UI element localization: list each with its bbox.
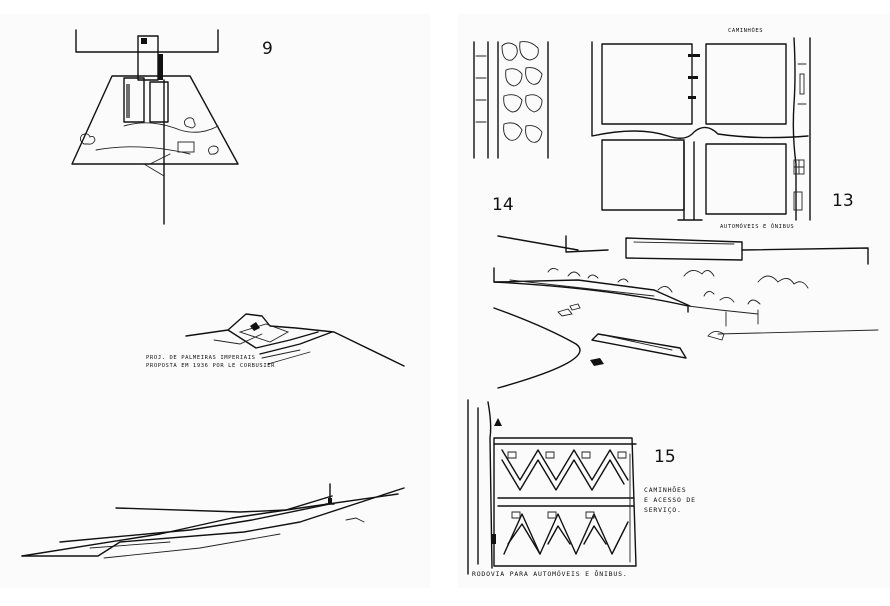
left-page-drawings: 9 PROJ. DE PALMEIRAS IMPERIAIS PROPOSTA … xyxy=(21,29,405,559)
landscape-perspective-sketch xyxy=(21,483,405,559)
figure-9-plan-sketch: 9 xyxy=(71,29,273,225)
right-page-drawings: 14 CAMINHÕES AUTOMÓVEIS E ÔNIBUS 13 xyxy=(467,27,879,578)
figure-15-side-label-2: E ACESSO DE xyxy=(644,496,696,504)
figure-13-label-top: CAMINHÕES xyxy=(728,27,763,34)
right-page: 14 CAMINHÕES AUTOMÓVEIS E ÔNIBUS 13 xyxy=(458,14,890,588)
figure-15-side-label-3: SERVIÇO. xyxy=(644,506,682,514)
figure-13-blocks-plan: CAMINHÕES AUTOMÓVEIS E ÔNIBUS 13 xyxy=(591,27,854,230)
figure-15-number: 15 xyxy=(654,447,676,467)
figure-13-number: 13 xyxy=(832,191,854,211)
figure-15-bottom-label: RODOVIA PARA AUTOMÓVEIS E ÔNIBUS. xyxy=(472,569,628,578)
figure-14-number: 14 xyxy=(492,195,514,215)
left-page: 9 PROJ. DE PALMEIRAS IMPERIAIS PROPOSTA … xyxy=(0,14,430,588)
palmeiras-perspective-sketch: PROJ. DE PALMEIRAS IMPERIAIS PROPOSTA EM… xyxy=(146,313,405,369)
perspective-buildings-sketch xyxy=(493,235,879,389)
figure-13-label-bottom: AUTOMÓVEIS E ÔNIBUS xyxy=(720,223,794,230)
palmeiras-caption-line-1: PROJ. DE PALMEIRAS IMPERIAIS xyxy=(146,355,256,361)
figure-15-side-label-1: CAMINHÕES xyxy=(644,485,686,494)
figure-14-lots-sketch: 14 xyxy=(473,41,549,215)
figure-15-zigzag-plan: 15 CAMINHÕES E ACESSO DE SERVIÇO. RODOVI… xyxy=(467,399,696,578)
figure-9-number: 9 xyxy=(262,39,273,59)
palmeiras-caption-line-2: PROPOSTA EM 1936 POR LE CORBUSIER xyxy=(146,363,275,369)
